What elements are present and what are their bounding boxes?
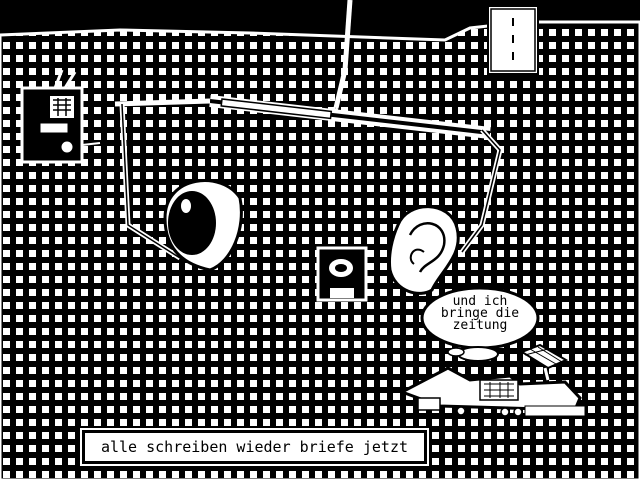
speech-line-3: zeitung: [452, 318, 508, 333]
eye-icon[interactable]: [163, 179, 243, 272]
ear-icon[interactable]: [388, 205, 460, 295]
caption-box: alle schreiben wieder briefe jetzt: [80, 428, 429, 466]
camera-icon[interactable]: [316, 246, 368, 302]
speech-bubble: [420, 286, 540, 362]
speech-line-2: bringe die: [440, 306, 520, 321]
radio-icon[interactable]: [20, 69, 101, 164]
speech-line-1: und ich: [452, 294, 508, 309]
solar-panel-icon[interactable]: [519, 343, 569, 381]
tower-icon[interactable]: [487, 5, 539, 75]
speech-bubble-text: und ich bringe die zeitung: [424, 294, 536, 333]
train-icon[interactable]: [398, 366, 586, 417]
mobile-frame: [114, 0, 503, 261]
